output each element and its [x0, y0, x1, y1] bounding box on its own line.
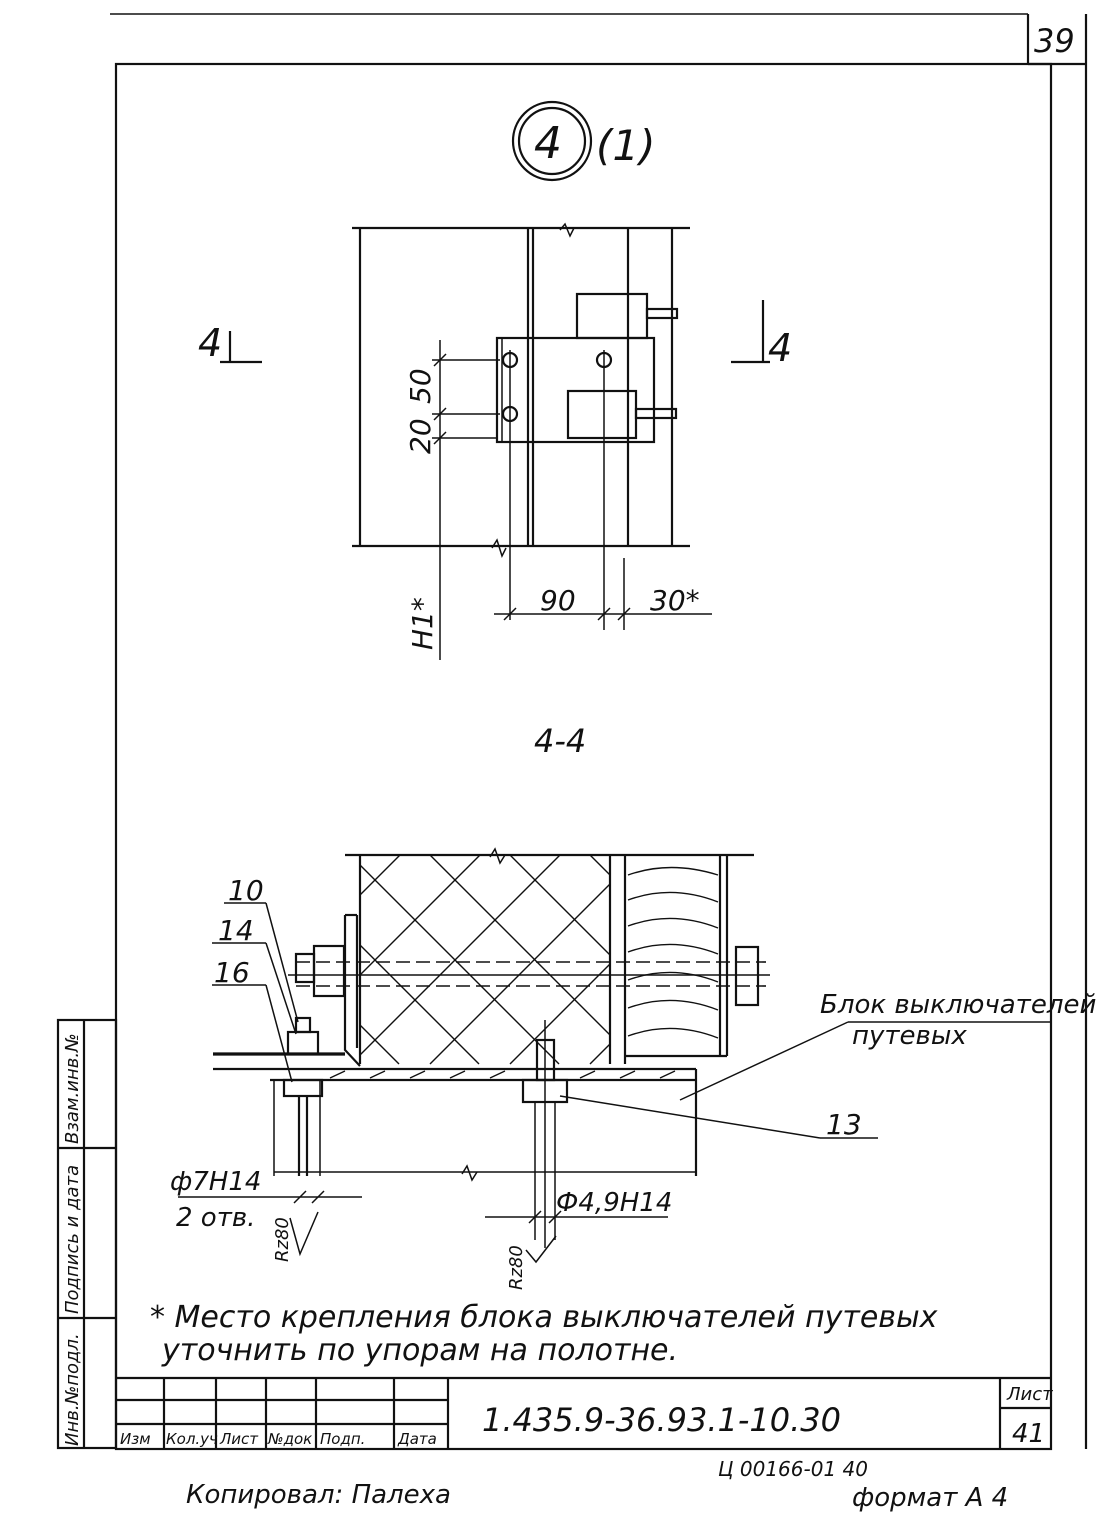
sheet-label: Лист — [1006, 1384, 1053, 1405]
side-stamp-replace: Взам.инв.№ — [62, 1033, 83, 1144]
block-label-line2: путевых — [852, 1021, 967, 1051]
side-stamp-sign: Подпись и дата — [62, 1165, 83, 1314]
title-col-list: Лист — [219, 1430, 259, 1448]
plan-view — [220, 222, 770, 660]
hole-b-diameter: Ф4,9Н14 — [556, 1188, 672, 1218]
hole-a-count: 2 отв. — [176, 1203, 255, 1233]
sheet-frame — [110, 13, 1088, 1451]
callout-13: 13 — [826, 1108, 862, 1141]
title-block — [116, 1376, 1051, 1449]
dim-90: 90 — [540, 584, 576, 617]
detail-reference: (1) — [596, 121, 656, 170]
block-label-line1: Блок выключателей — [820, 990, 1096, 1020]
dim-30: 30* — [650, 584, 700, 617]
note-line-1: * Место крепления блока выключателей пут… — [150, 1300, 938, 1335]
side-stamp — [56, 1018, 118, 1450]
section-mark-right: 4 — [768, 326, 792, 370]
dim-50: 50 — [404, 368, 437, 404]
title-col-koluch: Кол.уч — [166, 1430, 218, 1448]
hole-a-diameter: ф7Н14 — [170, 1167, 261, 1197]
corner-sheet-number: 39 — [1034, 22, 1075, 60]
note-line-2: уточнить по упорам на полотне. — [161, 1333, 678, 1368]
sheet-number: 41 — [1012, 1419, 1045, 1449]
detail-number: 4 — [534, 118, 562, 169]
section-title: 4-4 — [534, 722, 586, 760]
dim-20: 20 — [404, 418, 437, 454]
callout-10: 10 — [228, 874, 264, 907]
format-label: формат А 4 — [852, 1483, 1008, 1513]
title-col-podp: Подп. — [320, 1430, 365, 1448]
detail-mark — [511, 100, 593, 182]
callout-14: 14 — [218, 914, 254, 947]
title-col-data: Дата — [397, 1430, 437, 1448]
section-mark-left: 4 — [198, 321, 222, 365]
title-col-izm: Изм — [120, 1430, 151, 1448]
side-stamp-inv: Инв.№подл. — [62, 1333, 83, 1446]
roughness-b: Rz80 — [506, 1245, 527, 1290]
dim-h1: H1* — [406, 597, 439, 650]
copied-by: Копировал: Палеха — [186, 1480, 451, 1510]
order-stamp: Ц 00166-01 40 — [718, 1457, 868, 1481]
callout-16: 16 — [214, 956, 250, 989]
title-col-ndoc: №док — [267, 1430, 312, 1448]
section-view — [178, 847, 1050, 1264]
roughness-a: Rz80 — [272, 1217, 293, 1262]
document-code: 1.435.9-36.93.1-10.30 — [482, 1401, 841, 1439]
